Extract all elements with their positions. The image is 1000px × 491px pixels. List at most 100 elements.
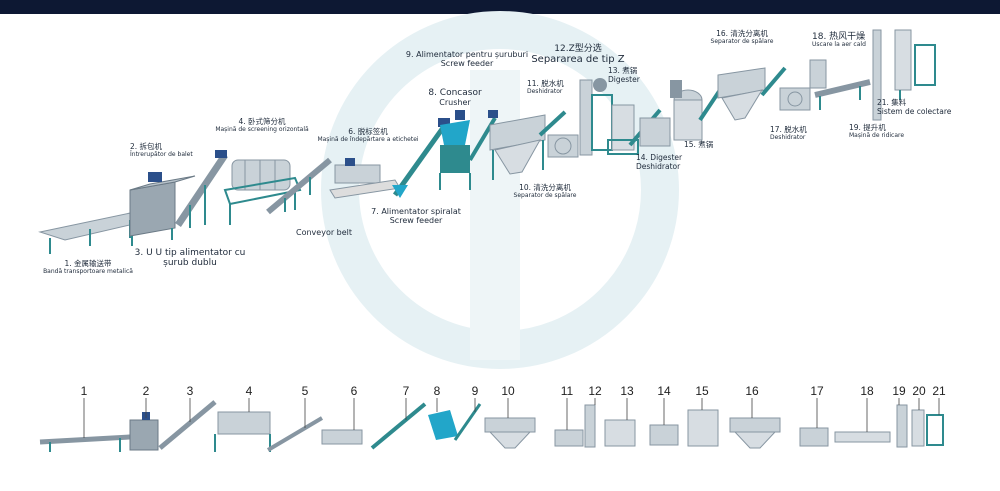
label-21-ro: Sistem de colectare	[877, 106, 952, 116]
label-15: 15. 煮锅	[684, 140, 714, 150]
machine-2-bale-breaker	[129, 172, 196, 246]
label-3-line1: 3. U U tip alimentator cu	[134, 248, 246, 258]
label-5: Conveyor belt	[296, 228, 352, 237]
label-19-ro: Mașină de ridicare	[849, 131, 905, 139]
label-15-cn: 15. 煮锅	[684, 140, 714, 149]
label-10: 10. 清洗分离机 Separator de spălare	[513, 183, 577, 200]
number-2: 2	[142, 384, 150, 398]
machine-10-washing-separator	[489, 114, 546, 180]
label-6-cn: 6. 脱标签机	[348, 127, 388, 136]
label-10-ro: Separator de spălare	[513, 191, 577, 199]
label-13-en: Digester	[608, 74, 640, 84]
label-5-en: Conveyor belt	[296, 228, 353, 237]
machine-3-twin-screw-feeder	[175, 150, 228, 228]
number-7: 7	[402, 384, 410, 398]
label-18-ro: Uscare la aer cald	[812, 41, 866, 49]
label-12-ro: Separarea de tip Z	[531, 54, 625, 66]
machine-15-boiler	[670, 80, 703, 141]
label-7-ro: 7. Alimentator spiralat	[371, 207, 461, 216]
label-16-cn: 16. 清洗分离机	[716, 29, 768, 38]
label-16: 16. 清洗分离机 Separator de spălare	[710, 29, 774, 46]
number-6: 6	[350, 384, 358, 398]
label-9-ro: 9. Alimentator pentru șuruburi	[405, 50, 529, 59]
machine-5-conveyor-belt	[266, 157, 332, 215]
number-15: 15	[695, 384, 709, 398]
machine-18-hot-air-dryer	[809, 59, 871, 110]
label-6: 6. 脱标签机 Mașină de îndepărtare a etichete…	[317, 127, 419, 144]
number-17: 17	[810, 384, 824, 398]
number-3: 3	[186, 384, 194, 398]
number-20: 20	[912, 384, 926, 398]
number-16: 16	[745, 384, 759, 398]
label-1: 1. 金属输送带 Bandă transportoare metalică	[43, 259, 133, 276]
number-11: 11	[560, 384, 574, 398]
number-4: 4	[245, 384, 253, 398]
label-8-ro: 8. Concasor	[428, 88, 482, 98]
label-4: 4. 卧式筛分机 Mașină de screening orizontală	[215, 117, 309, 134]
label-21: 21. 集料 Sistem de colectare	[877, 98, 952, 116]
number-21: 21	[932, 384, 946, 398]
machine-19-lifter	[872, 29, 882, 121]
label-18: 18. 热风干燥 Uscare la aer cald	[812, 32, 866, 49]
machine-13-digester	[607, 104, 639, 155]
number-10: 10	[501, 384, 515, 398]
label-16-ro: Separator de spălare	[710, 37, 774, 45]
label-13: 13. 煮锅 Digester	[608, 66, 640, 84]
label-1-ro: Bandă transportoare metalică	[43, 267, 133, 275]
label-3: 3. U U tip alimentator cu șurub dublu	[135, 248, 246, 269]
number-5: 5	[301, 384, 309, 398]
label-11-cn: 11. 脱水机	[527, 79, 564, 88]
label-12-cn: 12.Z型分选	[554, 44, 602, 54]
machine-17-dewaterer	[760, 66, 811, 111]
label-8: 8. Concasor Crusher	[428, 88, 481, 108]
label-2-cn: 2. 拆包机	[130, 142, 163, 151]
label-19-cn: 19. 提升机	[849, 123, 886, 132]
label-14-en: 14. Digester	[636, 153, 683, 162]
machine-8-crusher	[439, 110, 471, 190]
machine-11-dewaterer	[538, 110, 579, 158]
number-12: 12	[588, 384, 602, 398]
number-19: 19	[892, 384, 906, 398]
machine-4-drum-screen	[223, 159, 302, 225]
number-9: 9	[471, 384, 479, 398]
label-17-ro: Deshidrator	[770, 133, 806, 141]
label-9-en: Screw feeder	[440, 59, 494, 69]
number-13: 13	[620, 384, 634, 398]
machine-14-digester	[628, 108, 671, 147]
label-10-cn: 10. 清洗分离机	[519, 183, 571, 192]
label-8-en: Crusher	[439, 98, 471, 108]
label-2-ro: Întrerupător de balet	[130, 150, 193, 158]
label-7: 7. Alimentator spiralat Screw feeder	[371, 207, 461, 225]
number-18: 18	[860, 384, 874, 398]
label-3-line2: șurub dublu	[163, 258, 217, 269]
number-8: 8	[433, 384, 441, 398]
number-leaders	[83, 398, 940, 438]
number-14: 14	[657, 384, 671, 398]
label-11-ro: Deshidrator	[527, 87, 563, 95]
label-13-cn: 13. 煮锅	[608, 66, 638, 75]
machine-16-washing-separator	[698, 67, 766, 122]
label-6-ro: Mașină de îndepărtare a etichetei	[317, 135, 419, 143]
label-19: 19. 提升机 Mașină de ridicare	[849, 123, 905, 140]
label-9: 9. Alimentator pentru șuruburi Screw fee…	[406, 50, 528, 68]
label-14: 14. Digester Deshidrator	[636, 153, 683, 171]
label-2: 2. 拆包机 Întrerupător de balet	[130, 142, 193, 159]
label-7-en: Screw feeder	[389, 216, 443, 226]
label-21-cn: 21. 集料	[877, 98, 907, 107]
header-bar	[0, 0, 1000, 14]
label-4-cn: 4. 卧式筛分机	[238, 117, 286, 126]
machine-6-label-remover	[329, 158, 401, 199]
label-18-cn: 18. 热风干燥	[812, 32, 866, 42]
machine-7-screw-feeder	[392, 118, 450, 198]
label-11: 11. 脱水机 Deshidrator	[527, 79, 564, 96]
label-17-cn: 17. 脱水机	[770, 125, 807, 134]
label-1-cn: 1. 金属输送带	[64, 259, 112, 268]
machine-21-collection-system	[894, 29, 936, 100]
label-4-ro: Mașină de screening orizontală	[215, 125, 309, 133]
label-14-ro: Deshidrator	[636, 161, 681, 171]
label-12: 12.Z型分选 Separarea de tip Z	[531, 44, 624, 66]
number-1: 1	[80, 384, 88, 398]
bottom-line-drawing	[39, 400, 944, 452]
label-17: 17. 脱水机 Deshidrator	[770, 125, 807, 142]
